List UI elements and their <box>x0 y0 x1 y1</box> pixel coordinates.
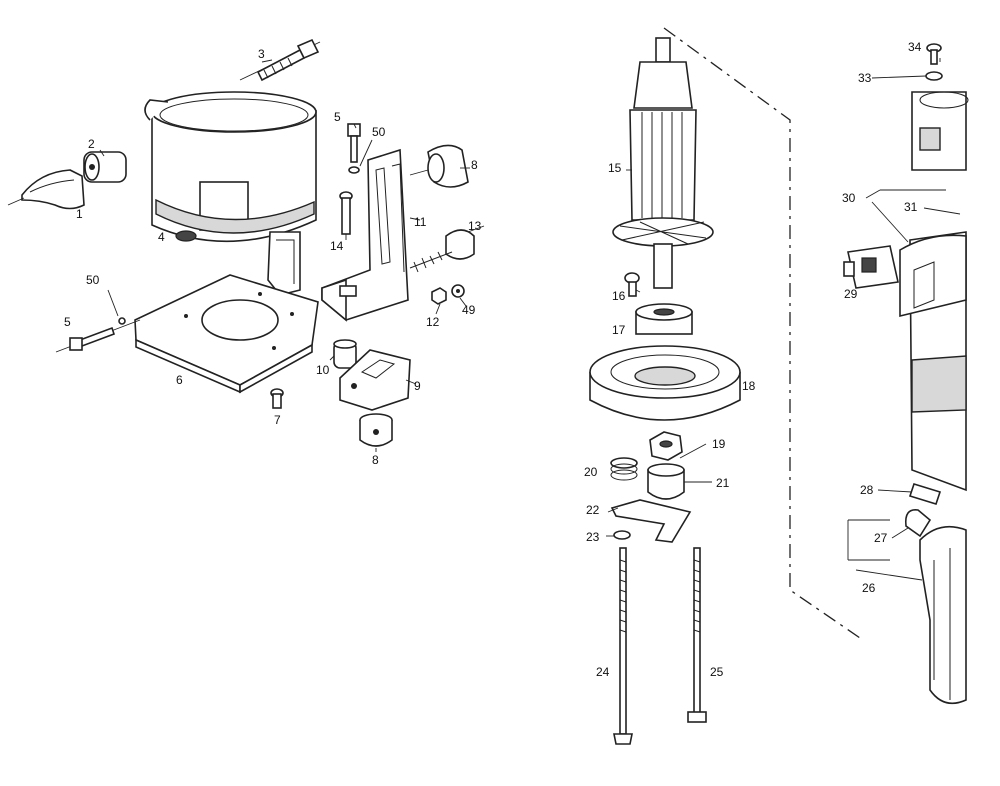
callout-6: 6 <box>176 373 183 387</box>
callout-14: 14 <box>330 239 344 253</box>
callout-34: 34 <box>908 40 922 54</box>
callout-30: 30 <box>842 191 856 205</box>
callout-9: 9 <box>414 379 421 393</box>
callout-50-lower: 50 <box>86 273 100 287</box>
part-22-clip <box>610 499 692 543</box>
callout-19: 19 <box>712 437 726 451</box>
callout-29: 29 <box>844 287 858 301</box>
part-14-screw <box>339 191 353 235</box>
callout-22: 22 <box>586 503 600 517</box>
callout-20: 20 <box>584 465 598 479</box>
callout-13: 13 <box>468 219 482 233</box>
callout-8-lower: 8 <box>372 453 379 467</box>
phantom-boundary <box>663 27 861 639</box>
part-20-spring <box>610 457 638 481</box>
callout-labels: 1 2 3 4 5 5 6 7 8 8 9 10 11 12 13 14 15 … <box>64 40 922 679</box>
callout-23: 23 <box>586 530 600 544</box>
part-11-fence-bracket <box>321 148 409 322</box>
part-6-base-plate <box>134 274 319 394</box>
part-21-cap <box>647 463 685 500</box>
part-26-handle <box>919 525 967 705</box>
part-24-long-screw <box>613 547 633 745</box>
part-17-bearing <box>635 303 693 335</box>
callout-26: 26 <box>862 581 876 595</box>
callout-31: 31 <box>904 200 918 214</box>
callout-49: 49 <box>462 303 476 317</box>
callout-25: 25 <box>710 665 724 679</box>
part-8-lower-knob <box>359 413 393 447</box>
part-49-washer <box>451 284 465 298</box>
part-16-screw <box>624 272 640 297</box>
callout-10: 10 <box>316 363 330 377</box>
callout-18: 18 <box>742 379 756 393</box>
part-5-upper-screw <box>347 123 361 174</box>
part-23-washer <box>613 530 631 540</box>
callout-21: 21 <box>716 476 730 490</box>
callout-4: 4 <box>158 230 165 244</box>
callout-7: 7 <box>274 413 281 427</box>
callout-3: 3 <box>258 47 265 61</box>
callout-28: 28 <box>860 483 874 497</box>
callout-50-upper: 50 <box>372 125 386 139</box>
part-18-end-bell <box>589 345 741 421</box>
callout-24: 24 <box>596 665 610 679</box>
part-3-screw <box>239 38 321 82</box>
part-31-housing-cap <box>911 91 969 171</box>
callout-27: 27 <box>874 531 888 545</box>
callout-5-lower: 5 <box>64 315 71 329</box>
part-33-washer <box>925 71 943 81</box>
leader-lines <box>99 58 961 581</box>
router-base-assembly <box>7 38 475 447</box>
part-28-brush <box>908 483 942 505</box>
callout-8-upper: 8 <box>471 158 478 172</box>
part-9-guide <box>339 349 411 411</box>
part-13-thumb-screw <box>409 229 475 273</box>
part-34-screw <box>926 43 942 65</box>
callout-15: 15 <box>608 161 622 175</box>
part-29-brush-holder <box>843 245 899 289</box>
part-8-upper-knob <box>409 144 469 188</box>
part-19-nut <box>649 431 683 461</box>
part-15-armature <box>612 37 714 289</box>
part-4-housing <box>144 91 317 296</box>
callout-11: 11 <box>414 215 427 229</box>
part-12-nut <box>431 287 447 305</box>
part-1-knob <box>7 169 85 210</box>
callout-16: 16 <box>612 289 626 303</box>
part-27-cord <box>904 509 932 538</box>
callout-33: 33 <box>858 71 872 85</box>
part-30-field-housing <box>899 231 967 492</box>
callout-2: 2 <box>88 137 95 151</box>
part-2-ferrule <box>83 151 127 183</box>
callout-1: 1 <box>76 207 83 221</box>
part-25-long-screw <box>687 547 707 723</box>
armature-assembly <box>589 37 741 745</box>
callout-5-upper: 5 <box>334 110 341 124</box>
part-5-lower-screw <box>55 317 141 353</box>
part-10-block <box>333 339 357 369</box>
part-7-screw <box>270 388 284 409</box>
field-housing-assembly <box>843 43 969 705</box>
callout-12: 12 <box>426 315 440 329</box>
callout-17: 17 <box>612 323 626 337</box>
